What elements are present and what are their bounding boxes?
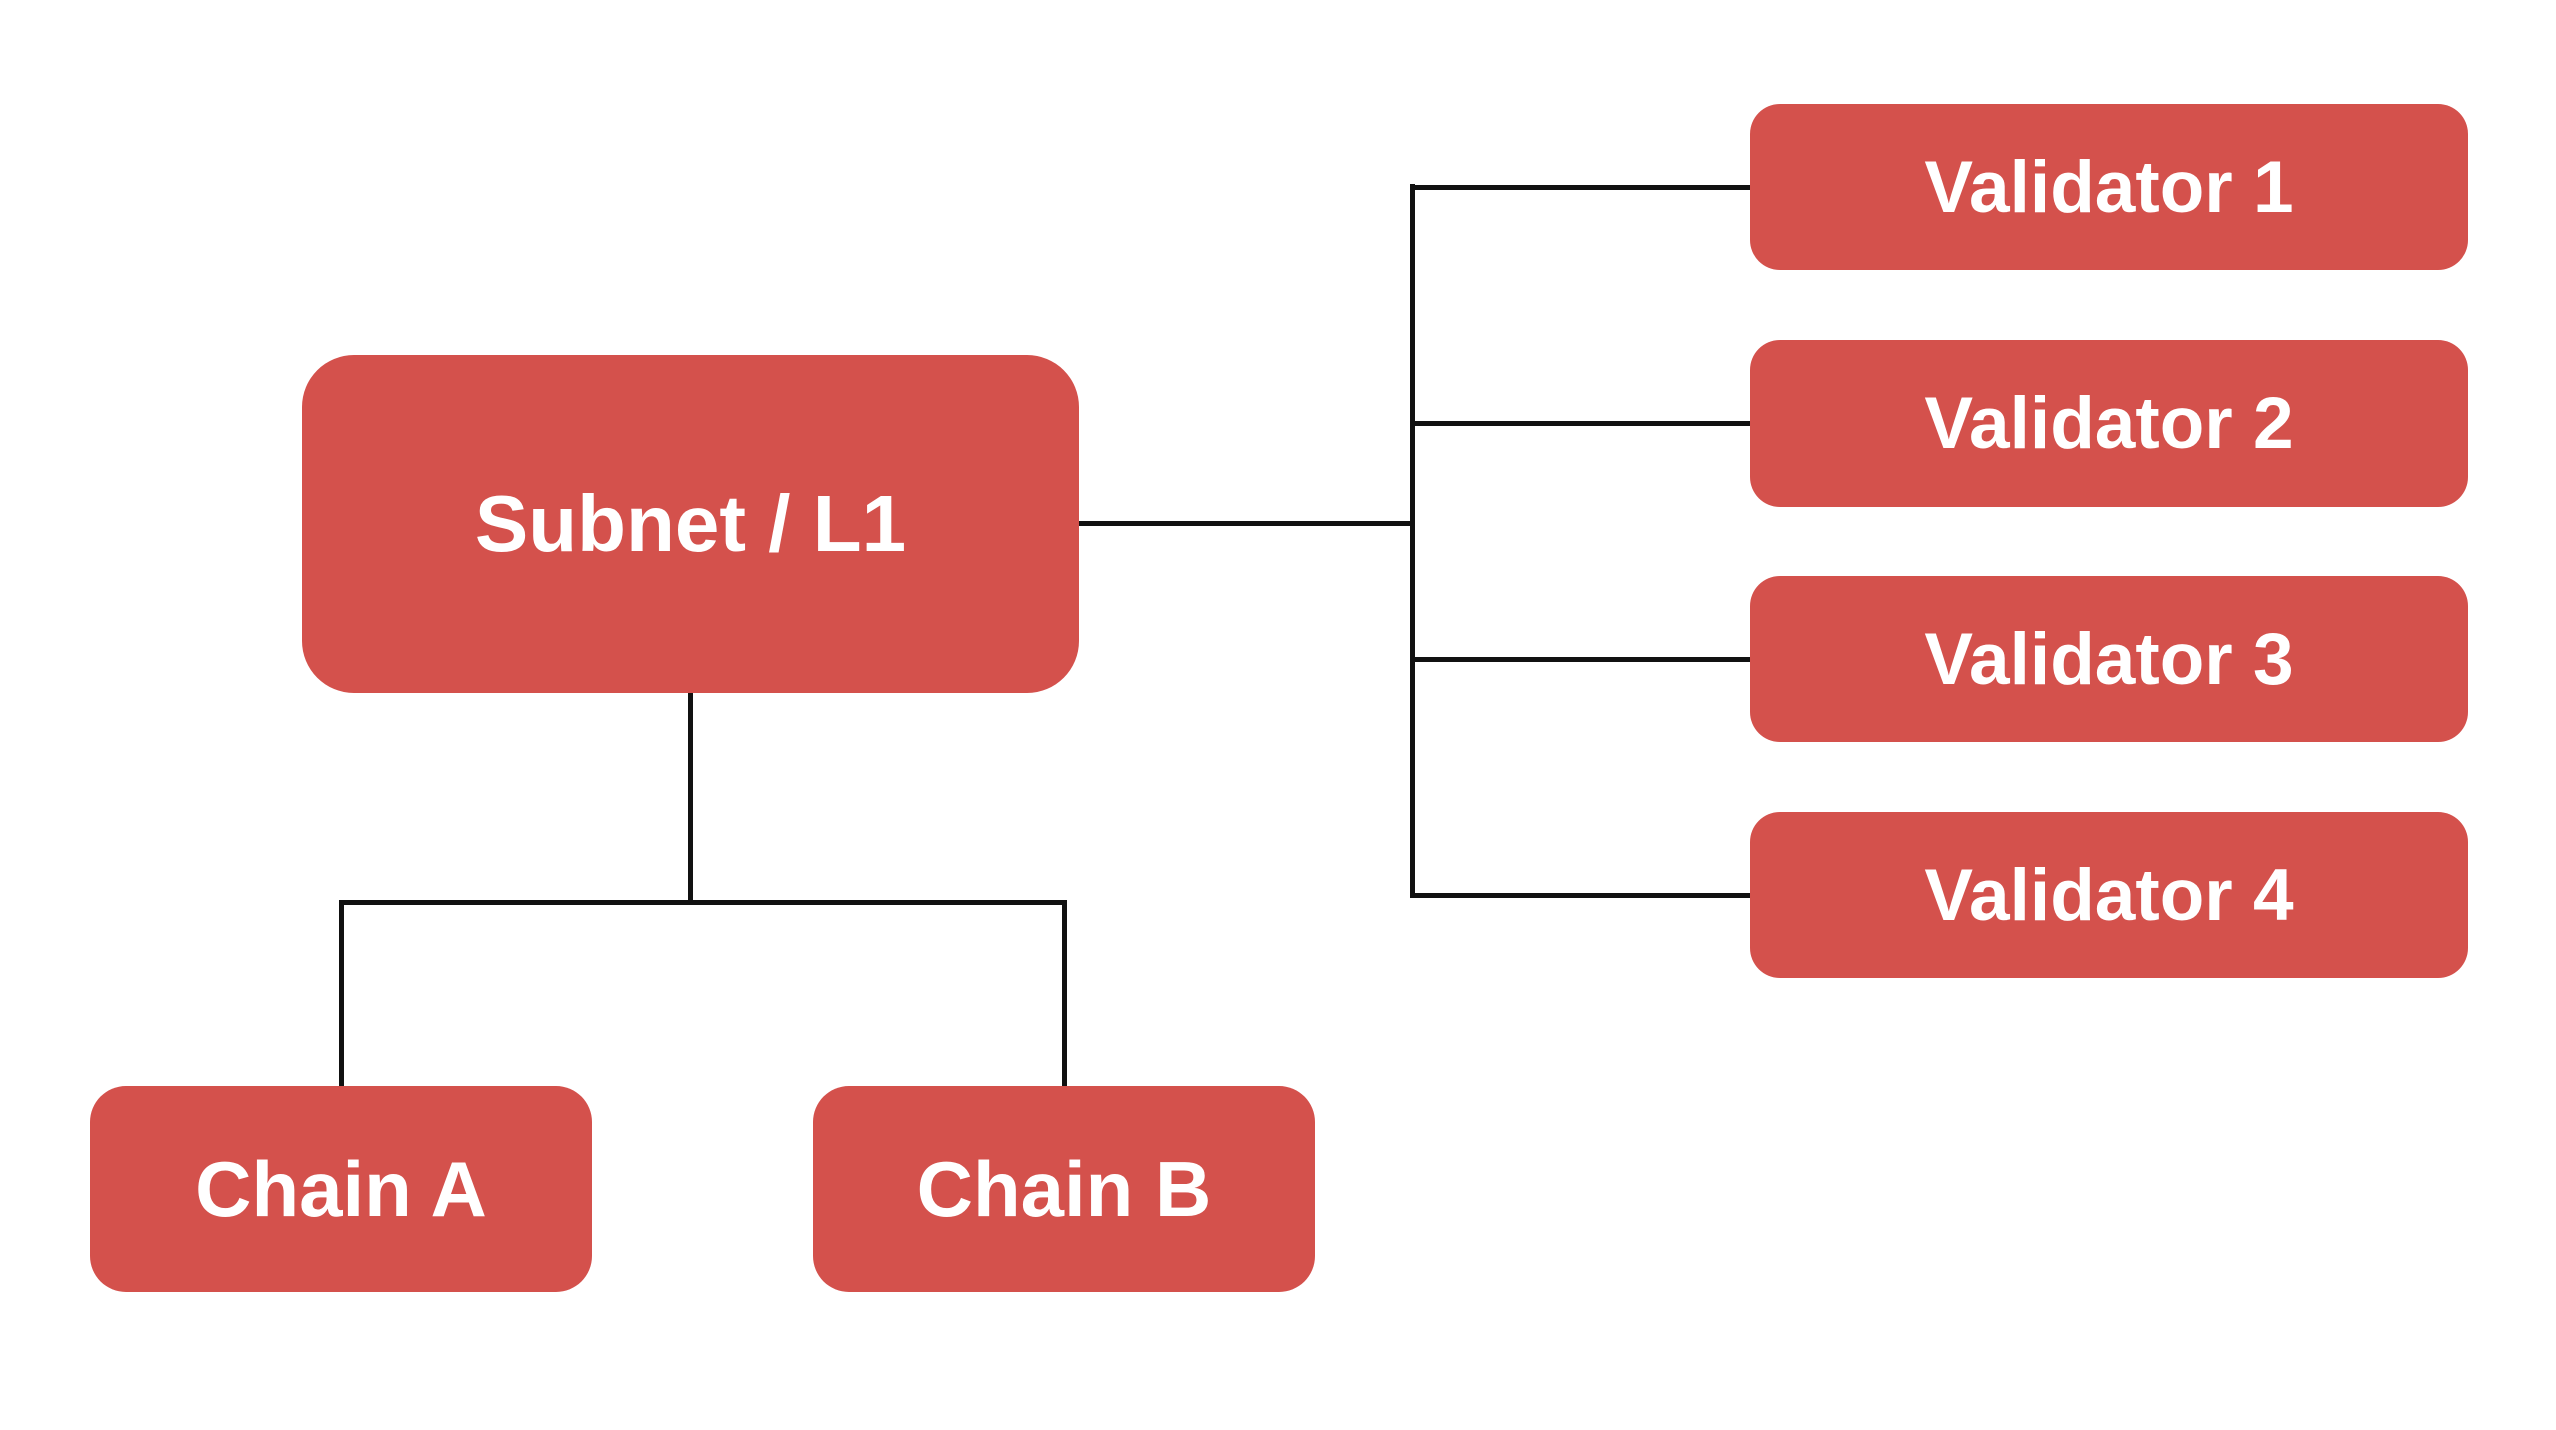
- node-validator-1: Validator 1: [1750, 104, 2468, 270]
- edge-trunk-to-validator-2: [1410, 421, 1750, 426]
- node-subnet-l1: Subnet / L1: [302, 355, 1079, 693]
- node-validator-3-label: Validator 3: [1924, 618, 2294, 700]
- edge-trunk-to-validator-4: [1410, 893, 1750, 898]
- node-validator-2-label: Validator 2: [1924, 383, 2294, 464]
- node-chain-a: Chain A: [90, 1086, 592, 1292]
- edge-subnet-stem: [688, 693, 693, 905]
- edge-validator-trunk: [1410, 184, 1415, 897]
- node-validator-4: Validator 4: [1750, 812, 2468, 978]
- node-validator-3: Validator 3: [1750, 576, 2468, 742]
- node-chain-a-label: Chain A: [195, 1144, 487, 1233]
- node-subnet-l1-label: Subnet / L1: [474, 479, 907, 568]
- edge-subnet-to-trunk: [1079, 521, 1415, 526]
- node-chain-b-label: Chain B: [916, 1144, 1212, 1233]
- node-chain-b: Chain B: [813, 1086, 1315, 1292]
- node-validator-4-label: Validator 4: [1924, 854, 2294, 936]
- edge-chain-tbar: [339, 900, 1067, 905]
- edge-trunk-to-validator-1: [1410, 185, 1750, 190]
- node-validator-1-label: Validator 1: [1924, 146, 2294, 228]
- node-validator-2: Validator 2: [1750, 340, 2468, 507]
- edge-trunk-to-validator-3: [1410, 657, 1750, 662]
- edge-drop-to-chain-a: [339, 900, 344, 1086]
- edge-drop-to-chain-b: [1062, 900, 1067, 1086]
